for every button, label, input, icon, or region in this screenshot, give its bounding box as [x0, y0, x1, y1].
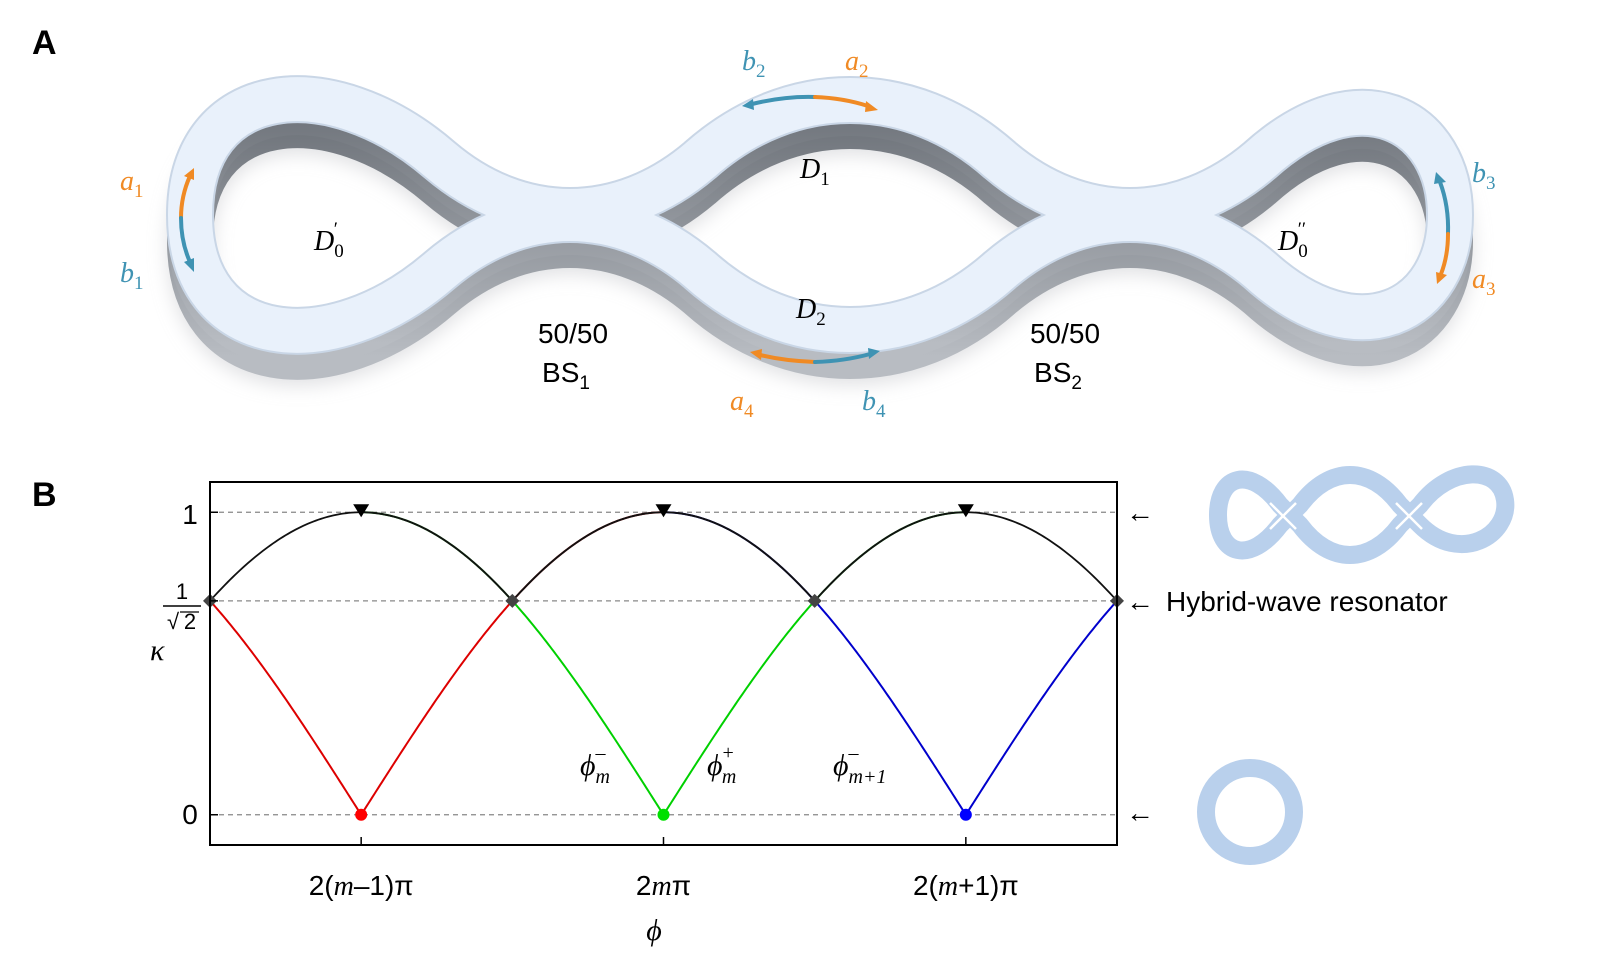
x-tick-label-m-minus-1: 2(m–1)π: [309, 870, 414, 902]
side-arrow-top: ←: [1126, 497, 1154, 528]
arrow-a1-head: [184, 168, 194, 180]
arrow-b2: [750, 94, 817, 106]
hybrid-wave-resonator-label: Hybrid-wave resonator: [1166, 586, 1448, 617]
series-continuation-2-left: [663, 511, 816, 602]
triple-loop-icon: [1208, 465, 1515, 564]
peak-arc-2: [814, 511, 1118, 602]
series-valley-1: [511, 600, 816, 817]
grid-layer: [210, 511, 1117, 816]
arrow-b1-head: [184, 258, 194, 272]
label-a1: a1: [120, 166, 144, 202]
arrow-a3: [1439, 232, 1450, 276]
y-tick-label-1: 1: [182, 499, 198, 530]
y-tick-label-0: 0: [182, 799, 198, 830]
series-continuation-1-right: [813, 511, 966, 602]
triple-loop-crossing-arrows: [1269, 502, 1423, 530]
curve-layer: [209, 511, 1118, 817]
arrow-b4-head: [868, 348, 880, 359]
region-labels: D1 D2 D0′ D0′′: [313, 154, 1308, 330]
arrow-b3: [1438, 180, 1451, 236]
arrow-b4: [813, 352, 872, 364]
panel-a-letter: A: [32, 24, 57, 62]
beam-splitter-labels: 50/50 BS1 50/50 BS2: [538, 318, 1100, 394]
inv-sqrt2-denominator: 2: [184, 609, 196, 634]
series-valley-0: [209, 600, 514, 817]
arrow-a2: [813, 95, 870, 108]
series-continuation-1-left: [361, 511, 514, 602]
label-d1: D1: [799, 154, 830, 190]
arrow-a4-head: [750, 349, 762, 360]
label-b4: b4: [862, 386, 886, 422]
minimum-point-1: [657, 808, 670, 821]
x-axis-label: ϕ: [646, 914, 662, 947]
bs1-name: BS1: [542, 357, 590, 394]
mode-arrows: [179, 94, 1451, 364]
inv-sqrt2-radical: √: [167, 609, 180, 634]
bs2-ratio: 50/50: [1030, 318, 1100, 349]
panel-b-letter: B: [32, 476, 57, 514]
x-tick-label-m: 2mπ: [636, 870, 691, 902]
label-d2: D2: [795, 294, 826, 330]
minimum-point-2: [959, 808, 972, 821]
y-axis-label: κ: [150, 634, 165, 667]
arrow-a2-head: [865, 101, 878, 112]
label-a3: a3: [1472, 264, 1496, 300]
maximum-marker-1: [655, 504, 672, 518]
bs2-name: BS2: [1034, 357, 1082, 394]
label-d0-prime: D0′: [313, 219, 344, 262]
crossing-marker-2: [807, 593, 822, 608]
arrow-a1: [179, 174, 192, 220]
label-a4: a4: [730, 386, 754, 422]
annotation-phi-m1-minus: ϕ–m+1: [833, 742, 886, 788]
maximum-marker-2: [957, 504, 974, 518]
arrow-a3-head: [1436, 272, 1447, 284]
triple-loop-path: [1208, 465, 1515, 564]
peak-arc-1: [511, 511, 816, 602]
side-arrow-middle: ←: [1126, 586, 1154, 617]
x-tick-labels: 2(m–1)π 2mπ 2(m+1)π: [309, 870, 1019, 902]
y-tick-labels: 1 0 1 √ 2: [163, 499, 201, 830]
ring-top-surface: [167, 77, 1473, 353]
arrow-b1: [179, 216, 192, 264]
label-b3: b3: [1472, 158, 1496, 194]
tick-layer: [210, 511, 967, 845]
peak-arc-0: [209, 511, 513, 602]
arrow-a4: [758, 353, 817, 364]
annotation-phi-m-plus: ϕ+m: [707, 742, 736, 788]
side-arrow-bottom: ←: [1126, 797, 1154, 828]
side-legend: ← ← Hybrid-wave resonator ←: [1126, 465, 1515, 865]
maximum-marker-0: [353, 504, 370, 518]
mode-labels: a1 b1 b2 a2 b3 a3 a4 b4: [120, 46, 1496, 422]
label-d0-double-prime: D0′′: [1277, 219, 1308, 262]
marker-layer: [203, 504, 1124, 821]
y-tick-label-inv-sqrt2: 1 √ 2: [163, 579, 201, 634]
crossing-marker-1: [505, 593, 520, 608]
x-tick-label-m-plus-1: 2(m+1)π: [913, 870, 1019, 902]
annotation-phi-m-minus: ϕ–m: [580, 742, 610, 788]
arrow-b2-head: [742, 99, 754, 110]
bs1-ratio: 50/50: [538, 318, 608, 349]
arrow-b3-head: [1434, 172, 1446, 184]
minimum-point-0: [355, 808, 368, 821]
kappa-chart: 1 0 1 √ 2 κ 2(m–1)π 2mπ 2(m+1)π ϕ ϕ–m ϕ+…: [150, 481, 1124, 947]
inv-sqrt2-numerator: 1: [176, 579, 188, 604]
label-a2: a2: [845, 46, 869, 82]
label-b1: b1: [120, 258, 144, 294]
series-continuation-0-right: [511, 511, 664, 602]
label-b2: b2: [742, 46, 766, 82]
single-ring-icon: [1197, 759, 1303, 865]
phi-annotations: ϕ–m ϕ+m ϕ–m+1: [580, 742, 886, 788]
